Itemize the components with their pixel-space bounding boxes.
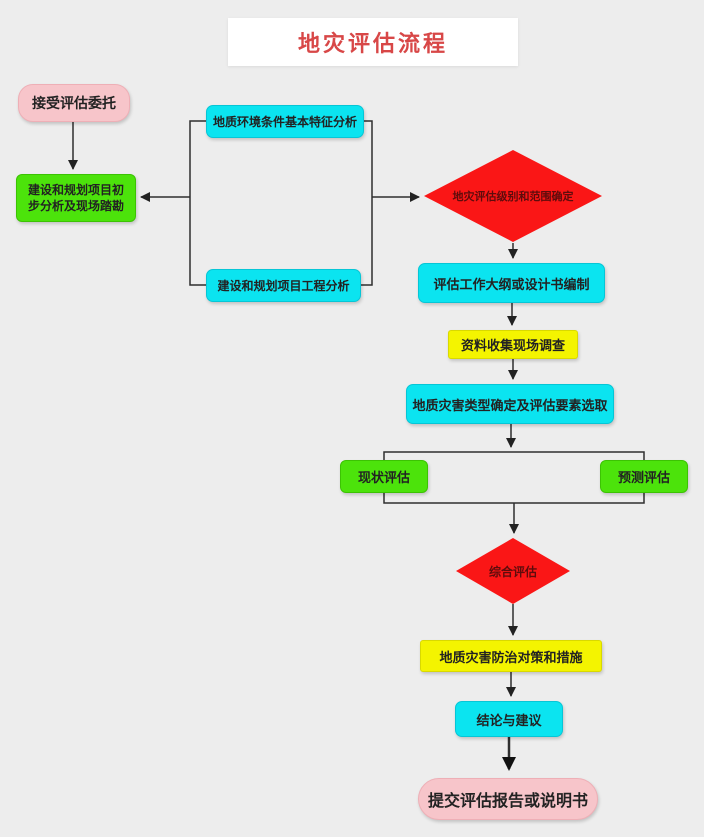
node-conclusion-suggestions: 结论与建议: [455, 701, 563, 737]
connector-split-bracket: [383, 451, 645, 460]
node-project-eng-analysis: 建设和规划项目工程分析: [206, 269, 361, 302]
connector-left-bracket: [189, 120, 206, 286]
decision-comprehensive-assessment: 综合评估: [456, 538, 570, 604]
page-title: 地灾评估流程: [228, 18, 518, 66]
connector-right-bracket: [361, 120, 373, 286]
page-title-text: 地灾评估流程: [297, 31, 448, 56]
node-accept-commission: 接受评估委托: [18, 84, 130, 122]
node-prediction-assessment: 预测评估: [600, 460, 688, 493]
node-disaster-type-selection: 地质灾害类型确定及评估要素选取: [406, 384, 614, 424]
node-preliminary-analysis: 建设和规划项目初步分析及现场踏勘: [16, 174, 136, 222]
node-current-status-assessment: 现状评估: [340, 460, 428, 493]
node-geo-env-analysis: 地质环境条件基本特征分析: [206, 105, 364, 138]
node-work-outline: 评估工作大纲或设计书编制: [418, 263, 605, 303]
node-data-collection: 资料收集现场调查: [448, 330, 578, 359]
node-submit-report: 提交评估报告或说明书: [418, 778, 598, 820]
connector-join-bracket: [383, 493, 645, 504]
node-prevention-measures: 地质灾害防治对策和措施: [420, 640, 602, 672]
decision-assessment-level-scope: 地灾评估级别和范围确定: [424, 150, 602, 242]
